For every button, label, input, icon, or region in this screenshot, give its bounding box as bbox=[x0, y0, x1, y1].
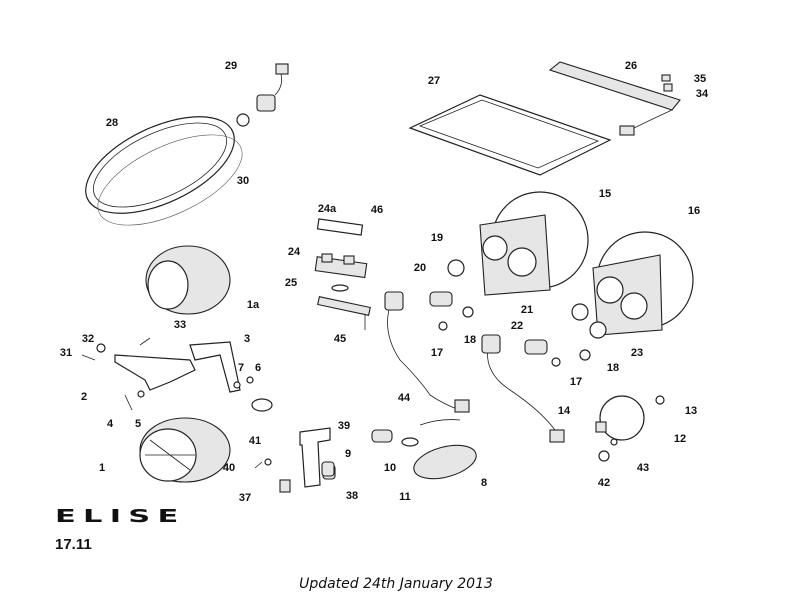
part-label-35: 35 bbox=[694, 73, 706, 85]
part-label-31: 31 bbox=[60, 347, 72, 359]
part-label-11: 11 bbox=[399, 491, 411, 503]
part-label-22: 22 bbox=[511, 320, 523, 332]
bracket bbox=[114, 354, 196, 391]
headlamp-bezel-inner bbox=[92, 122, 228, 208]
part-label-30: 30 bbox=[237, 175, 249, 187]
part-label-5: 5 bbox=[135, 418, 141, 430]
part-label-18: 18 bbox=[464, 334, 476, 346]
part-label-16: 16 bbox=[688, 205, 700, 217]
part-label-1a: 1a bbox=[247, 299, 260, 311]
part-label-23: 23 bbox=[631, 347, 643, 359]
part-label-42: 42 bbox=[598, 477, 610, 489]
part-label-14: 14 bbox=[558, 405, 571, 417]
updated-note: Updated 24th January 2013 bbox=[299, 576, 493, 592]
part-label-24: 24 bbox=[288, 246, 301, 258]
part-label-44: 44 bbox=[398, 392, 411, 404]
part-label-27: 27 bbox=[428, 75, 440, 87]
number-plate-lamp-lens bbox=[316, 218, 364, 236]
wiring-harness bbox=[487, 339, 556, 431]
part-label-9: 9 bbox=[345, 448, 351, 460]
part-label-21: 21 bbox=[521, 304, 533, 316]
wiring-harness bbox=[387, 299, 461, 411]
part-label-20: 20 bbox=[414, 262, 426, 274]
part-label-19: 19 bbox=[431, 232, 443, 244]
part-label-8: 8 bbox=[481, 477, 487, 489]
part-label-10: 10 bbox=[384, 462, 396, 474]
part-label-28: 28 bbox=[106, 117, 118, 129]
part-label-7: 7 bbox=[238, 362, 244, 374]
section-number: 17.11 bbox=[55, 536, 92, 553]
part-label-39: 39 bbox=[338, 420, 350, 432]
part-label-37: 37 bbox=[239, 492, 251, 504]
part-label-34: 34 bbox=[696, 88, 709, 100]
part-label-1: 1 bbox=[99, 462, 105, 474]
high-level-lamp bbox=[548, 61, 681, 111]
reflector bbox=[599, 395, 645, 441]
part-label-29: 29 bbox=[225, 60, 237, 72]
elise-logo: ELISE bbox=[55, 506, 186, 527]
side-repeater bbox=[413, 444, 477, 480]
part-label-38: 38 bbox=[346, 490, 358, 502]
part-label-40: 40 bbox=[223, 462, 235, 474]
part-label-15: 15 bbox=[599, 188, 611, 200]
part-label-26: 26 bbox=[625, 60, 637, 72]
part-label-45: 45 bbox=[334, 333, 346, 345]
part-label-33: 33 bbox=[174, 319, 186, 331]
part-drawings bbox=[81, 61, 694, 493]
high-level-lamp-tray bbox=[408, 94, 612, 176]
part-label-24a: 24a bbox=[318, 203, 337, 215]
part-label-17: 17 bbox=[570, 376, 582, 388]
part-label-25: 25 bbox=[285, 277, 297, 289]
part-label-17: 17 bbox=[431, 347, 443, 359]
headlamp-bezel bbox=[85, 116, 235, 214]
part-label-12: 12 bbox=[674, 433, 686, 445]
part-label-46: 46 bbox=[371, 204, 383, 216]
bracket bbox=[189, 341, 241, 393]
part-label-18: 18 bbox=[607, 362, 619, 374]
headlamp-seal bbox=[97, 134, 243, 226]
part-label-43: 43 bbox=[637, 462, 649, 474]
part-label-41: 41 bbox=[249, 435, 261, 447]
part-label-2: 2 bbox=[81, 391, 87, 403]
bracket bbox=[299, 427, 331, 488]
part-label-4: 4 bbox=[107, 418, 114, 430]
part-label-3: 3 bbox=[244, 333, 250, 345]
part-label-6: 6 bbox=[255, 362, 261, 374]
part-label-13: 13 bbox=[685, 405, 697, 417]
bulb bbox=[236, 113, 250, 127]
bulb-holder bbox=[256, 94, 276, 112]
part-label-32: 32 bbox=[82, 333, 94, 345]
